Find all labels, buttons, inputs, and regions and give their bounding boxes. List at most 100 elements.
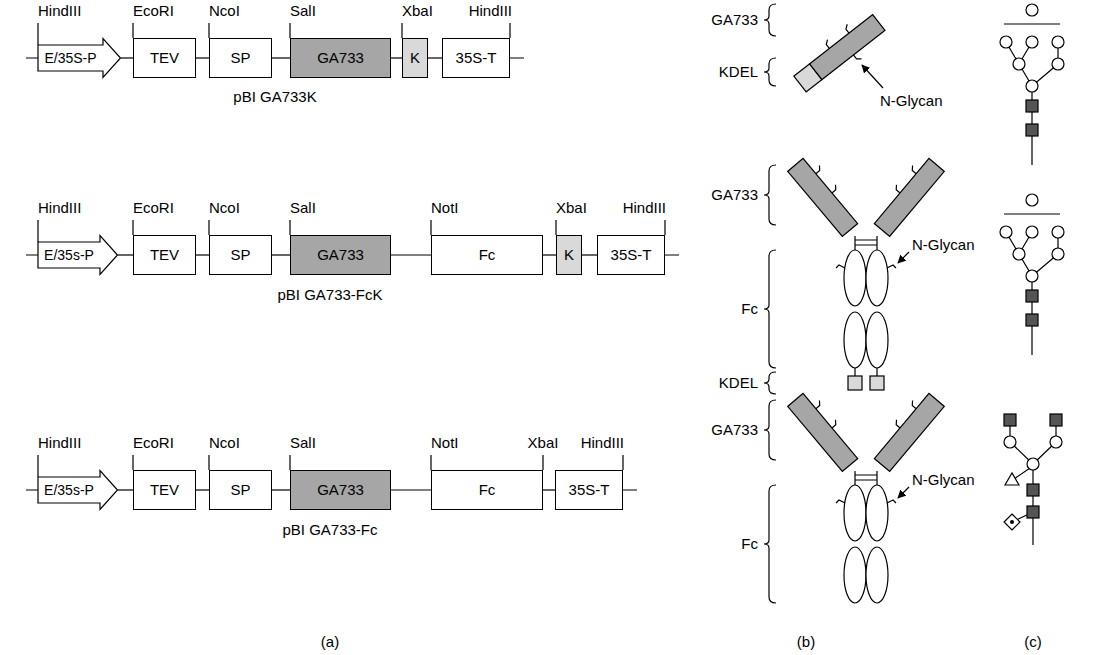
backbone-line [582, 254, 597, 255]
leader-box: TEV [133, 235, 196, 275]
restriction-site: SalI [290, 434, 316, 452]
restriction-site: NcoI [209, 2, 240, 20]
fc-box: Fc [431, 470, 543, 510]
restriction-site: SalI [290, 199, 316, 217]
backbone-stubs [26, 58, 679, 490]
box-label: 35S-T [569, 481, 610, 499]
box-label: SP [230, 49, 250, 67]
restriction-site: EcoRI [133, 434, 174, 452]
box-label: SP [230, 246, 250, 264]
signal-peptide-box: SP [209, 235, 272, 275]
glycan-pointer [898, 487, 909, 498]
backbone-line [543, 489, 555, 490]
backbone-line [118, 489, 133, 490]
restriction-site: NotI [431, 199, 459, 217]
leader-box: TEV [133, 38, 196, 78]
box-label: Fc [479, 481, 496, 499]
kdel-box: K [556, 235, 582, 275]
promoter-arrow: E/35S-P [38, 38, 121, 78]
domain-label: Fc [741, 535, 758, 553]
promoter-outline [38, 39, 121, 78]
box-label: K [564, 246, 574, 264]
box-label: 35S-T [611, 246, 652, 264]
high-mannose-glycan [1000, 194, 1064, 355]
protein-monomer [789, 8, 890, 98]
panel-label: (c) [1024, 633, 1042, 651]
restriction-site: NotI [431, 434, 459, 452]
panel-label: (b) [797, 633, 815, 651]
fc-box: Fc [431, 235, 543, 275]
restriction-site: SalI [290, 2, 316, 20]
backbone-line [118, 254, 133, 255]
backbone-line [391, 489, 431, 490]
box-label: GA733 [317, 49, 364, 67]
gene-box: GA733 [290, 235, 391, 275]
restriction-site: XbaI [528, 434, 559, 452]
box-label: TEV [150, 246, 179, 264]
promoter-arrow: E/35s-P [38, 235, 118, 275]
protein-dimer-kdel [788, 153, 945, 390]
backbone-line [272, 489, 290, 490]
glycan-label: N-Glycan [880, 92, 943, 110]
restriction-site: EcoRI [133, 199, 174, 217]
high-mannose-glycan [1000, 4, 1064, 165]
box-label: TEV [150, 49, 179, 67]
kdel-box: K [402, 38, 428, 78]
gene-box: GA733 [290, 38, 391, 78]
box-label: SP [230, 481, 250, 499]
backbone-line [121, 57, 133, 58]
signal-peptide-box: SP [209, 470, 272, 510]
promoter-outline [38, 236, 118, 275]
promoter-arrow: E/35s-P [38, 470, 118, 510]
backbone-line [428, 57, 442, 58]
domain-label: GA733 [711, 186, 758, 204]
box-label: K [410, 49, 420, 67]
glycan-pointer [862, 65, 883, 88]
braces [764, 4, 776, 603]
domain-label: Fc [741, 300, 758, 318]
box-label: E/35s-P [44, 481, 94, 499]
box-label: E/35S-P [44, 49, 96, 67]
backbone-line [391, 57, 402, 58]
box-label: 35S-T [456, 49, 497, 67]
restriction-site: HindIII [581, 434, 624, 452]
glycan-label: N-Glycan [912, 471, 975, 489]
gene-box: GA733 [290, 470, 391, 510]
backbone-line [196, 57, 209, 58]
box-label: E/35s-P [44, 246, 94, 264]
terminator-box: 35S-T [555, 470, 623, 510]
panel-label: (a) [321, 633, 339, 651]
restriction-site: HindIII [38, 2, 81, 20]
restriction-site: NcoI [209, 434, 240, 452]
box-label: GA733 [317, 481, 364, 499]
restriction-site: XbaI [402, 2, 433, 20]
glycan-label: N-Glycan [912, 236, 975, 254]
construct-name: pBI GA733-Fc [282, 521, 377, 539]
terminator-box: 35S-T [442, 38, 510, 78]
restriction-site: XbaI [556, 199, 587, 217]
backbone-line [272, 254, 290, 255]
construct-name: pBI GA733K [233, 88, 316, 106]
backbone-line [391, 254, 431, 255]
domain-label: GA733 [711, 421, 758, 439]
signal-peptide-box: SP [209, 38, 272, 78]
box-label: GA733 [317, 246, 364, 264]
backbone-line [196, 254, 209, 255]
restriction-site: HindIII [38, 199, 81, 217]
domain-label: KDEL [719, 63, 758, 81]
terminator-box: 35S-T [597, 235, 665, 275]
restriction-ticks [38, 23, 665, 477]
backbone-line [196, 489, 209, 490]
complex-plant-glycan [1004, 414, 1062, 545]
restriction-site: NcoI [209, 199, 240, 217]
backbone-line [272, 57, 290, 58]
leader-box: TEV [133, 470, 196, 510]
domain-label: GA733 [711, 11, 758, 29]
promoter-outline [38, 471, 118, 510]
restriction-site: HindIII [38, 434, 81, 452]
box-label: Fc [479, 246, 496, 264]
restriction-site: HindIII [469, 2, 512, 20]
protein-dimer [788, 388, 945, 603]
restriction-site: EcoRI [133, 2, 174, 20]
restriction-site: HindIII [623, 199, 666, 217]
